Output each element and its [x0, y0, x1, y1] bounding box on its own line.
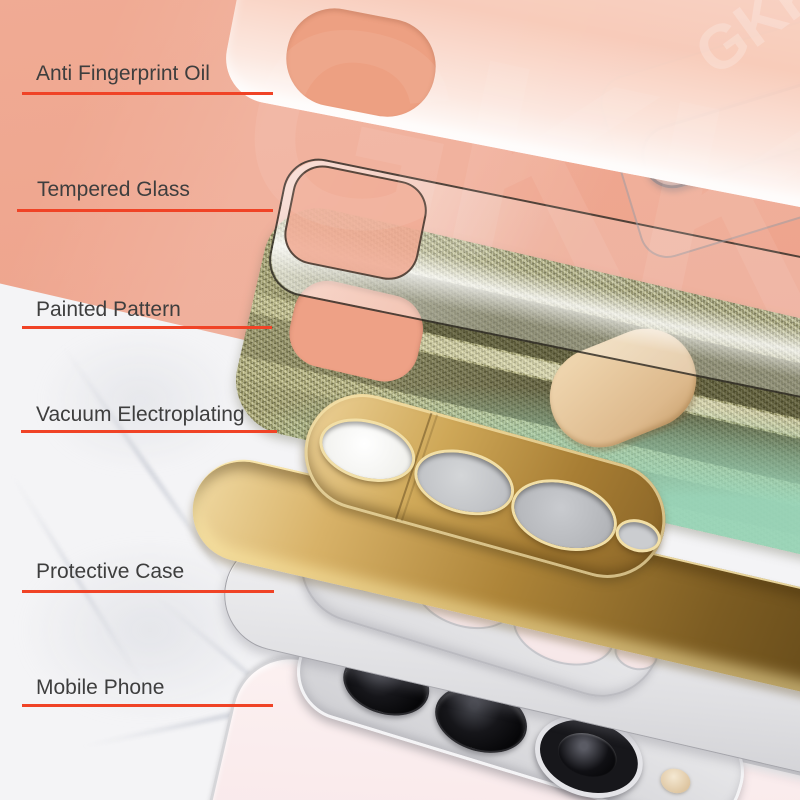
label-underline — [17, 209, 273, 212]
gold-flash-hole — [615, 517, 662, 554]
label-underline — [22, 92, 273, 95]
label-protective-case: Protective Case — [36, 560, 185, 583]
gold-lens-hole-3 — [506, 471, 622, 559]
label-underline — [22, 590, 274, 593]
marble-shading — [40, 330, 240, 470]
label-underline — [22, 704, 273, 707]
gold-lens-hole-2 — [410, 442, 518, 523]
label-tempered-glass: Tempered Glass — [37, 178, 190, 201]
label-mobile-phone: Mobile Phone — [36, 676, 165, 699]
label-painted-pattern: Painted Pattern — [36, 298, 181, 321]
label-underline — [21, 430, 277, 433]
phone-flash-led — [657, 765, 694, 797]
label-anti-fingerprint-oil: Anti Fingerprint Oil — [36, 62, 210, 85]
phone-lens-3-core — [552, 725, 623, 784]
label-vacuum-electroplating: Vacuum Electroplating — [36, 403, 245, 426]
label-underline — [22, 326, 272, 329]
gold-lens-hole-1 — [315, 411, 419, 489]
